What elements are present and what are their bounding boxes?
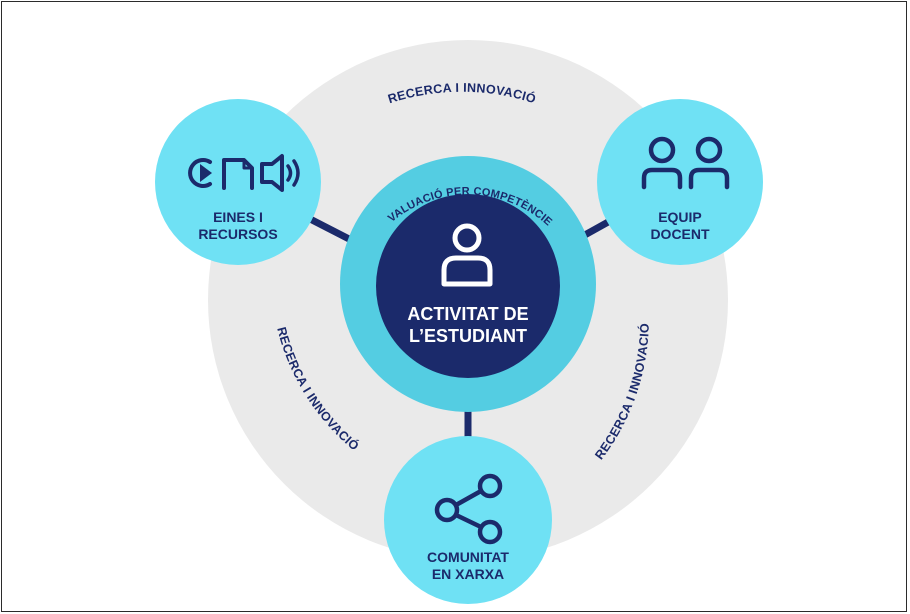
center-title-line2: L’ESTUDIANT — [409, 326, 527, 346]
center-title-line1: ACTIVITAT DE — [407, 304, 528, 324]
node-team: EQUIP DOCENT — [597, 99, 763, 265]
team-label-line1: EQUIP — [658, 209, 702, 225]
community-label-line1: COMUNITAT — [427, 549, 509, 565]
media-tools-icon — [188, 154, 300, 192]
node-community: COMUNITAT EN XARXA — [384, 436, 552, 604]
share-network-icon — [434, 473, 503, 545]
team-label-line2: DOCENT — [650, 226, 710, 242]
tools-label-line1: EINES I — [213, 209, 263, 225]
node-tools: EINES I RECURSOS — [155, 99, 321, 265]
community-label-line2: EN XARXA — [432, 566, 504, 582]
tools-label-line2: RECURSOS — [198, 226, 277, 242]
person-icon — [441, 223, 493, 287]
people-icon — [641, 136, 730, 190]
